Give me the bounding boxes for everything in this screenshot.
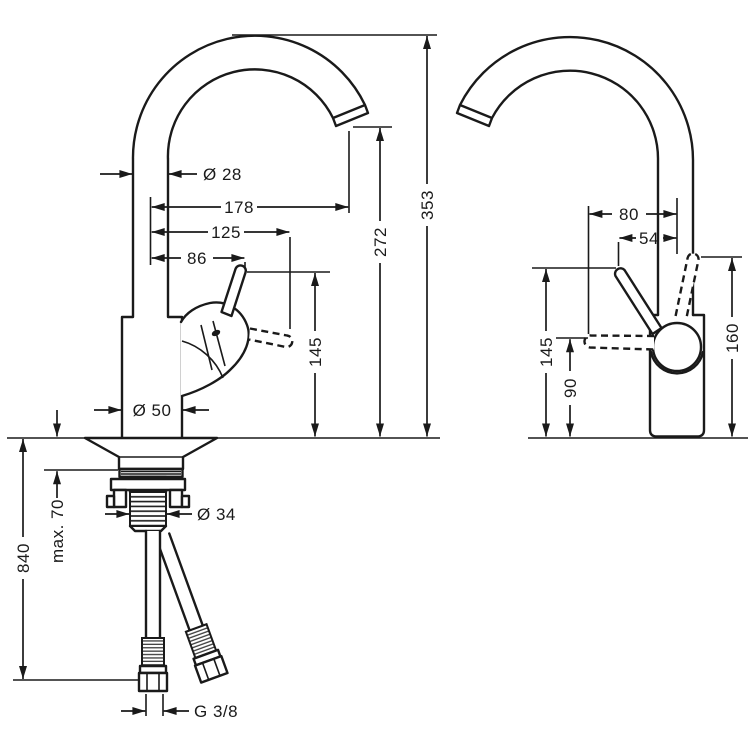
dim-max-mounting-thickness: max. 70 bbox=[48, 410, 67, 563]
dim-total-height-353: 353 bbox=[232, 34, 437, 437]
dim-body-height-145: 145 bbox=[247, 271, 330, 437]
lever-side-dashed-raised bbox=[674, 252, 700, 319]
mounting-crossbar bbox=[109, 477, 187, 492]
handle-housing-fill bbox=[181, 302, 249, 396]
threaded-shank bbox=[129, 491, 167, 527]
dim-label: 160 bbox=[723, 323, 742, 353]
temperature-marker-dot bbox=[211, 329, 221, 337]
mounting-foot-left bbox=[105, 494, 116, 509]
lever-front-solid bbox=[220, 264, 247, 318]
dim-label: Ø 28 bbox=[203, 165, 242, 184]
side-dimensions: 80 54 160 145 bbox=[532, 198, 742, 437]
dim-lever-raised-height-160: 160 bbox=[701, 256, 742, 437]
hose-straight-lines bbox=[144, 529, 162, 640]
dim-label: 840 bbox=[14, 543, 33, 573]
handle-housing-outline bbox=[179, 301, 250, 398]
dim-label: 80 bbox=[619, 205, 639, 224]
front-dimensions: Ø 28 178 125 86 bbox=[14, 34, 437, 721]
dim-label: 90 bbox=[561, 378, 580, 398]
hose-angled-lines bbox=[156, 532, 204, 632]
spout-arc-and-body-outline bbox=[120, 34, 370, 439]
dim-lever-tip-height-145: 145 bbox=[532, 267, 616, 437]
dim-label: Ø 34 bbox=[197, 505, 236, 524]
gasket-lines bbox=[121, 470, 181, 478]
dim-label: G 3/8 bbox=[194, 702, 238, 721]
hose-straight-nut-facets bbox=[146, 673, 160, 691]
dim-hose-length-840: 840 bbox=[14, 439, 33, 679]
dim-label: 353 bbox=[418, 190, 437, 220]
lever-side-dashed-lowered bbox=[583, 334, 655, 351]
mounting-post-left bbox=[112, 488, 128, 509]
dim-connection-thread: G 3/8 bbox=[121, 694, 238, 721]
dim-label: max. 70 bbox=[48, 499, 67, 563]
hose-angled-nut-facets bbox=[201, 658, 221, 681]
dim-label: 272 bbox=[371, 227, 390, 257]
extension-line bbox=[149, 131, 350, 265]
cartridge-ring-lines bbox=[200, 320, 226, 371]
dim-label: 86 bbox=[187, 249, 207, 268]
mounting-foot-right bbox=[180, 494, 191, 509]
hose-straight-nut bbox=[137, 671, 169, 693]
front-view: Ø 28 178 125 86 bbox=[7, 34, 440, 721]
lever-side-solid bbox=[613, 267, 663, 336]
lever-front-dashed-position bbox=[248, 327, 294, 349]
supply-hose-angled bbox=[156, 532, 229, 684]
escutcheon-plate bbox=[83, 436, 219, 471]
dim-pipe-diameter: Ø 28 bbox=[100, 165, 242, 184]
dim-handle-reach-86: 86 bbox=[151, 249, 246, 268]
dim-label: 54 bbox=[639, 229, 659, 248]
extension-line bbox=[145, 694, 164, 716]
dim-spout-reach: 178 bbox=[149, 131, 350, 265]
dim-lever-projection-80: 80 bbox=[587, 198, 678, 334]
dim-label: 125 bbox=[211, 223, 241, 242]
hose-straight-braid bbox=[141, 637, 165, 667]
hose-angled-fill bbox=[156, 533, 203, 631]
cartridge-seat-arc bbox=[649, 350, 705, 375]
mounting-post-right bbox=[168, 488, 184, 509]
dim-lever-offset-54: 54 bbox=[617, 229, 677, 266]
housing-inner-curve bbox=[181, 340, 224, 379]
dim-base-diameter-50: Ø 50 bbox=[94, 401, 209, 420]
hose-straight-fill bbox=[146, 531, 160, 638]
dim-label: 145 bbox=[537, 337, 556, 367]
dim-lever-reach-125: 125 bbox=[151, 223, 291, 329]
dim-lever-lowered-height-90: 90 bbox=[556, 337, 588, 437]
dim-label: 145 bbox=[306, 337, 325, 367]
dim-shank-diameter-34: Ø 34 bbox=[105, 505, 236, 524]
dim-label: 178 bbox=[224, 198, 254, 217]
dim-label: Ø 50 bbox=[133, 401, 172, 420]
extension-line bbox=[587, 198, 678, 334]
side-spout-arc-outline bbox=[455, 35, 695, 317]
side-view: 80 54 160 145 bbox=[455, 35, 748, 439]
dim-outlet-height-272: 272 bbox=[353, 126, 392, 437]
